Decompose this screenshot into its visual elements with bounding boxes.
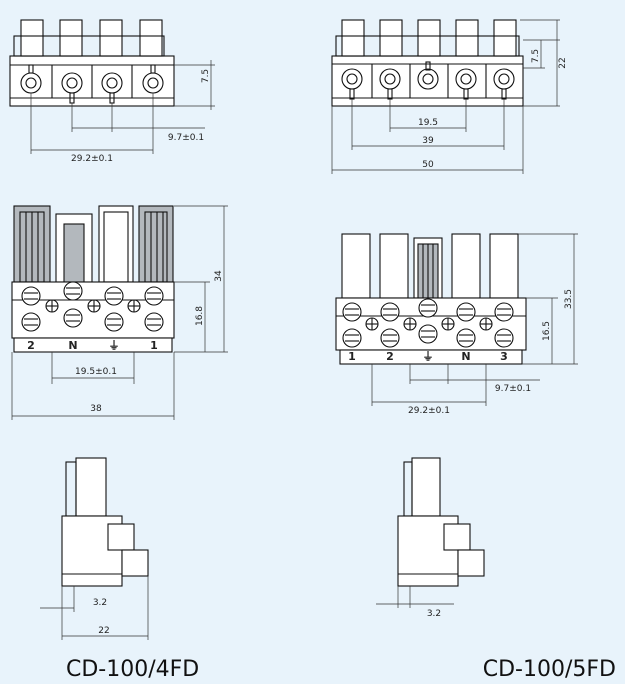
fd5-front-height-label: 33.5: [564, 289, 574, 309]
fd5-pin-label: ⏚: [423, 350, 434, 363]
fd5-pin-label: 1: [348, 350, 356, 363]
fd5-pin-label: N: [461, 350, 470, 363]
fd4-pin-label: 2: [27, 339, 35, 352]
fd5-top-mid-label: 39: [422, 136, 434, 146]
fd4-front-width-label: 38: [90, 404, 102, 414]
fd5-side-view: 3.2: [376, 457, 485, 619]
fd5-front-terminals: [342, 298, 514, 348]
fd5-front-pitch-label: 9.7±0.1: [495, 384, 531, 394]
fd5-top-terminals: [341, 61, 515, 100]
fd5-top-view: 7.5 22 19.5 39 50: [331, 19, 568, 174]
fd5-front-span-label: 29.2±0.1: [408, 406, 450, 416]
fd4-top-view: 7.5 9.7±0.1 29.2±0.1: [9, 19, 215, 164]
model-label-4fd: CD-100/4FD: [66, 657, 199, 682]
fd4-top-span-label: 29.2±0.1: [71, 154, 113, 164]
fd4-top-terminals: [20, 64, 164, 104]
model-label-5fd: CD-100/5FD: [483, 657, 616, 682]
fd5-top-width-label: 50: [422, 160, 434, 170]
fd5-front-height-b-label: 16.5: [542, 321, 552, 341]
fd4-front-terminals: [21, 281, 164, 332]
fd5-top-height-a-label: 7.5: [531, 49, 541, 63]
fd5-top-height-b-label: 22: [558, 57, 568, 68]
fd4-top-pitch-label: 9.7±0.1: [168, 133, 204, 143]
fd4-pin-label: ⏚: [109, 339, 120, 352]
fd4-pin-label: 1: [150, 339, 158, 352]
fd4-front-height-b-label: 16.8: [195, 306, 205, 326]
fd5-front-view: 1 2 ⏚ N 3 33.5 16.5 9.7±0.1 29.2±0.1: [335, 233, 578, 416]
fd4-top-height-label: 7.5: [201, 69, 211, 83]
fd5-pin-label: 3: [500, 350, 508, 363]
fd4-front-view: 2 N ⏚ 1 34 16.8 19.5±0.1 38: [11, 205, 228, 420]
fd5-pin-label: 2: [386, 350, 394, 363]
fd4-side-width-label: 22: [98, 626, 109, 636]
fd4-side-offset-label: 3.2: [93, 598, 107, 608]
fd5-top-inner-label: 19.5: [418, 118, 438, 128]
fd4-pin-label: N: [68, 339, 77, 352]
fd4-front-height-label: 34: [214, 270, 224, 282]
fd5-side-offset-label: 3.2: [427, 609, 441, 619]
fd4-side-view: 3.2 22: [40, 457, 149, 640]
fd4-front-span-label: 19.5±0.1: [75, 367, 117, 377]
